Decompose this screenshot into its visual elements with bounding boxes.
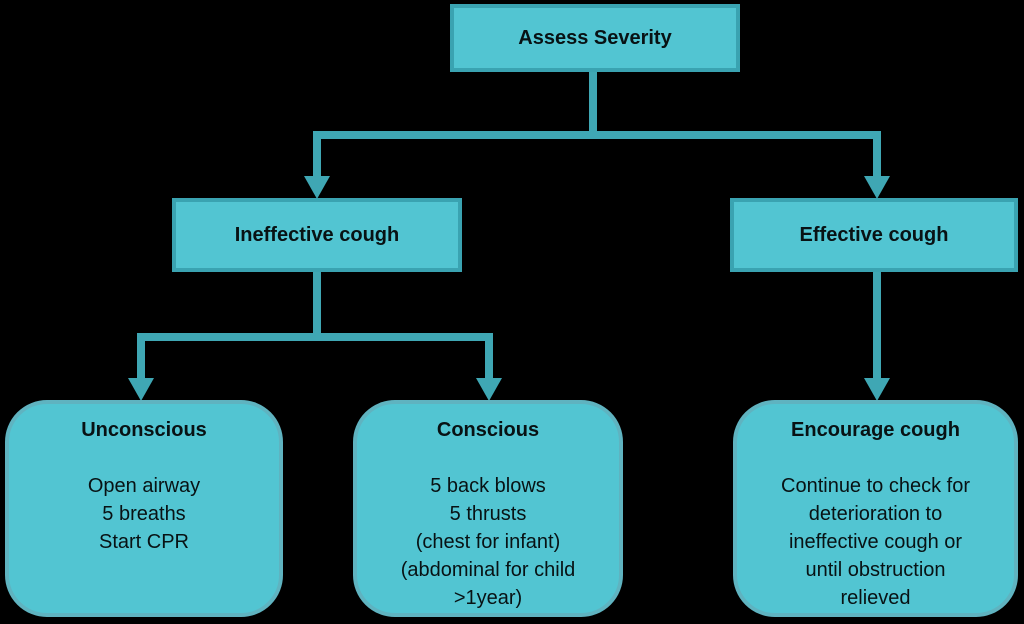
connector-drop-unconscious xyxy=(137,333,145,381)
node-encourage-cough-title: Encourage cough xyxy=(791,419,960,441)
arrow-to-encourage-icon xyxy=(864,378,890,401)
node-ineffective-cough: Ineffective cough xyxy=(172,198,462,272)
connector-level1-crossbar xyxy=(313,131,881,139)
arrow-to-ineffective-icon xyxy=(304,176,330,199)
connector-assess-stem xyxy=(589,72,597,139)
connector-drop-ineffective xyxy=(313,131,321,179)
node-unconscious-title: Unconscious xyxy=(81,419,207,441)
connector-drop-effective xyxy=(873,131,881,179)
node-unconscious: Unconscious Open airway 5 breaths Start … xyxy=(5,400,283,617)
node-conscious: Conscious 5 back blows 5 thrusts (chest … xyxy=(353,400,623,617)
node-effective-cough-title: Effective cough xyxy=(799,224,949,246)
node-conscious-title: Conscious xyxy=(436,419,540,441)
node-assess-severity-title: Assess Severity xyxy=(518,27,672,49)
arrow-to-effective-icon xyxy=(864,176,890,199)
node-unconscious-body: Open airway 5 breaths Start CPR xyxy=(87,475,201,553)
node-conscious-body: 5 back blows 5 thrusts (chest for infant… xyxy=(400,475,576,609)
connector-ineffective-stem xyxy=(313,272,321,341)
arrow-to-conscious-icon xyxy=(476,378,502,401)
node-effective-cough: Effective cough xyxy=(730,198,1018,272)
node-assess-severity: Assess Severity xyxy=(450,4,740,72)
node-encourage-cough-body: Continue to check for deterioration to i… xyxy=(781,475,970,609)
connector-effective-stem xyxy=(873,272,881,380)
node-encourage-cough: Encourage cough Continue to check for de… xyxy=(733,400,1018,617)
node-ineffective-cough-title: Ineffective cough xyxy=(234,224,400,246)
connector-drop-conscious xyxy=(485,333,493,381)
arrow-to-unconscious-icon xyxy=(128,378,154,401)
connector-level2-crossbar xyxy=(137,333,493,341)
